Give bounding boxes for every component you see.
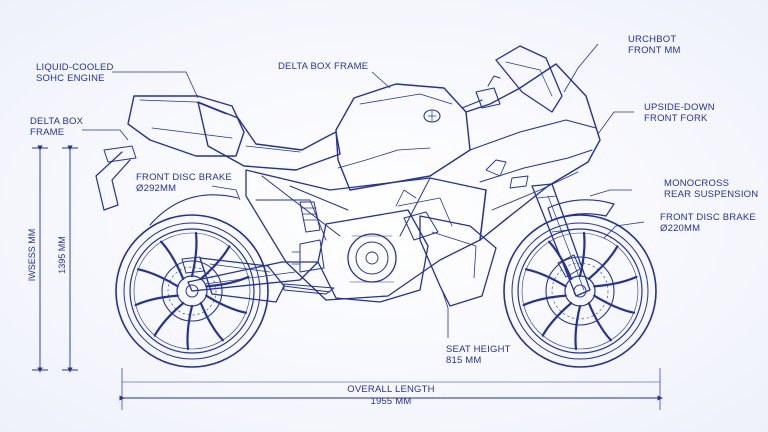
- label-engine-line2: SOHC ENGINE: [36, 73, 105, 84]
- tail-section: [127, 95, 245, 157]
- front-fender: [547, 199, 615, 221]
- label-front-disc: FRONT DISC BRAKE Ø220MM: [660, 212, 756, 234]
- label-frame-left-line2: FRAME: [30, 127, 65, 138]
- label-front-disc-line1: FRONT DISC BRAKE: [660, 212, 756, 223]
- windscreen: [495, 45, 563, 113]
- seat: [197, 101, 341, 171]
- label-rear-disc-line1: FRONT DISC BRAKE: [136, 172, 232, 183]
- label-frame-left-line1: DELTA BOX: [30, 116, 84, 127]
- label-front-mm-line1: URCHBOT: [628, 34, 677, 45]
- dimension-lines: [32, 145, 663, 410]
- leader-lines: [82, 43, 645, 338]
- label-overall-length-line2: 1955 MM: [370, 396, 412, 407]
- label-front-mm-line2: FRONT MM: [628, 45, 681, 56]
- label-suspension: MONOCROSS REAR SUSPENSION: [664, 178, 758, 200]
- exhaust: [199, 257, 285, 303]
- label-overall-length-line1: OVERALL LENGTH: [347, 384, 435, 395]
- label-rear-disc: FRONT DISC BRAKE Ø292MM: [136, 172, 232, 194]
- label-rear-disc-line2: Ø292MM: [136, 183, 177, 194]
- label-overall-length: OVERALL LENGTH 1955 MM: [331, 384, 451, 407]
- fuel-tank: [335, 83, 471, 191]
- label-front-fork-line1: UPSIDE-DOWN: [644, 102, 715, 113]
- dimension-inner-label: 1395 MM: [57, 236, 67, 274]
- front-fairing: [465, 63, 601, 241]
- label-seat-height-line2: 815 MM: [446, 355, 482, 366]
- lower-cowl: [419, 215, 497, 307]
- delta-box-frame: [245, 169, 487, 301]
- label-front-mm: URCHBOT FRONT MM: [628, 34, 681, 56]
- label-frame-top-text: DELTA BOX FRAME: [278, 61, 369, 72]
- dimension-outer-label: IWSESS MM: [27, 228, 37, 282]
- label-frame-left: DELTA BOX FRAME: [30, 116, 83, 138]
- label-seat-height: SEAT HEIGHT 815 MM: [446, 344, 511, 366]
- label-engine-line1: LIQUID-COOLED: [36, 62, 114, 73]
- label-front-fork: UPSIDE-DOWN FRONT FORK: [644, 102, 715, 124]
- label-frame-top: DELTA BOX FRAME: [278, 61, 368, 72]
- label-engine: LIQUID-COOLED SOHC ENGINE: [36, 62, 114, 84]
- front-wheel: [502, 213, 658, 369]
- label-front-fork-line2: FRONT FORK: [644, 113, 708, 124]
- rear-fender: [149, 194, 239, 226]
- label-seat-height-line1: SEAT HEIGHT: [446, 344, 511, 355]
- label-front-disc-line2: Ø220MM: [660, 223, 701, 234]
- label-suspension-line2: REAR SUSPENSION: [664, 189, 759, 200]
- front-fork: [531, 183, 591, 297]
- label-suspension-line1: MONOCROSS: [664, 178, 730, 189]
- engine-block: [291, 189, 439, 303]
